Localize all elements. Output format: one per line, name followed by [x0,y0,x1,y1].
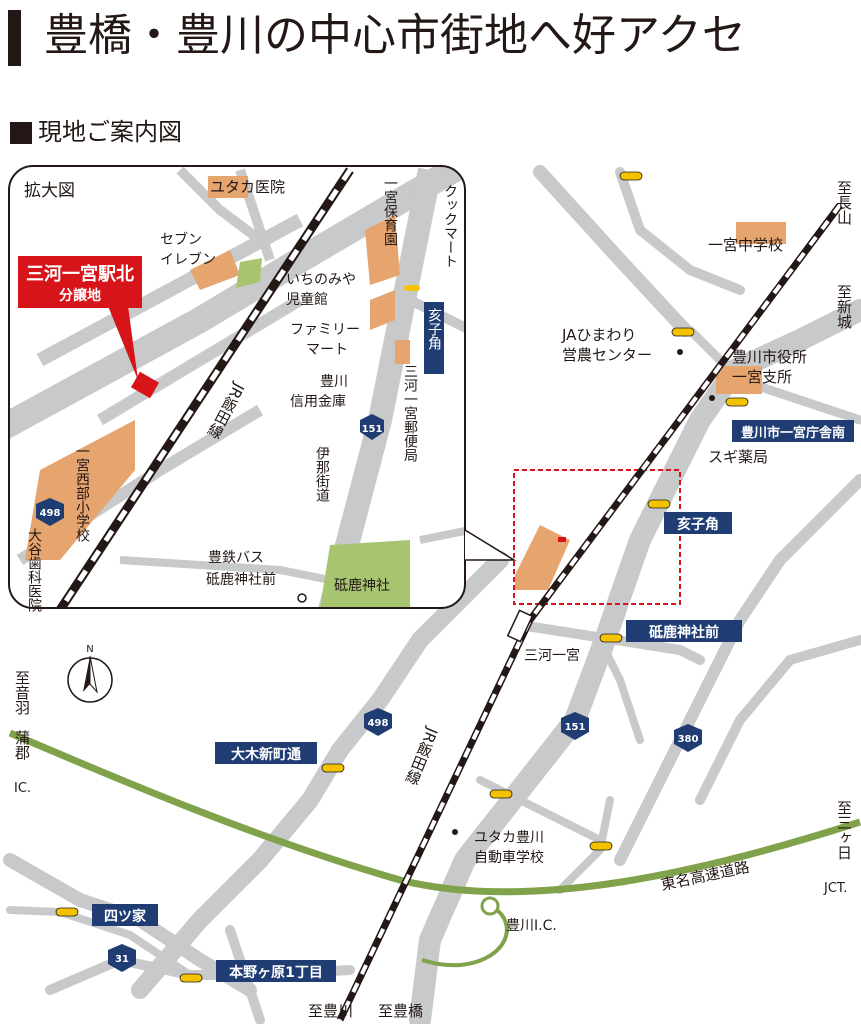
route-31-shield: 31 [108,944,136,972]
ic-marker [480,896,500,916]
dir-toyokawa: 至豊川 [308,1002,353,1020]
driving-school-label-1: ユタカ豊川 [474,830,544,846]
svg-text:380: 380 [678,734,699,745]
property-marker-small [558,537,566,542]
cityhall-block [716,366,762,394]
signal-cityhall: 豊川市一宮庁舎南 [732,420,854,442]
route-151-shield: 151 [561,712,589,740]
dir-mikkabi-2: JCT. [823,881,847,896]
dir-mikkabi-1: 至三ヶ日 [835,800,853,860]
inabu-road-label: 伊那街道 [314,446,330,503]
inset-traffic-light [404,285,420,291]
property-callout [18,256,142,308]
sugi-dot [709,395,715,401]
svg-text:498: 498 [40,508,61,519]
cityhall-label-2: 一宮支所 [732,368,792,386]
ic-label: 豊川I.C. [506,918,557,934]
north-arrow-icon: N [67,644,113,703]
bank-label-1: 豊川 [320,374,348,390]
inset-signal-gaiko [424,302,444,374]
dir-otowa-1: 至音羽 [13,670,31,715]
dir-toyohashi: 至豊橋 [378,1002,423,1020]
route-380-shield: 380 [674,724,702,752]
ichinomiya-label-2: 児童館 [286,291,328,308]
ichinomiya-jhs-block [736,222,786,244]
route-498-shield: 498 [364,708,392,736]
svg-text:31: 31 [115,954,129,965]
svg-text:四ツ家: 四ツ家 [104,908,147,925]
zoom-area-land [515,525,570,590]
expressway-line [8,729,861,896]
svg-text:151: 151 [362,424,383,435]
post-office-label: 三河一宮郵便局 [402,364,418,462]
bus-stop-icon [297,593,307,603]
station-platform [506,609,534,643]
seven-label-1: セブン [160,231,202,248]
property-name: 三河一宮駅北 [26,263,134,285]
svg-text:亥子角: 亥子角 [677,516,719,533]
familymart-label-1: ファミリー [290,322,360,338]
sugi-label: スギ薬局 [708,448,768,466]
inset-map [9,166,465,608]
jhs-label: 一宮中学校 [708,236,783,254]
property-sub: 分譲地 [59,287,101,304]
cookmart-label: クックマート [442,184,458,268]
svg-text:砥鹿神社前: 砥鹿神社前 [649,624,719,641]
shrine-label: 砥鹿神社 [334,577,390,594]
zoom-area-box [513,469,681,605]
signal-shrine: 砥鹿神社前 [626,620,742,642]
svg-text:498: 498 [368,718,389,729]
inset-route-498: 498 [36,498,64,526]
dir-shinshiro: 至新城 [835,284,853,330]
busstop-label-2: 砥鹿神社前 [206,571,276,588]
inset-label: 拡大図 [24,181,75,201]
traffic-lights [55,171,749,983]
svg-text:大木新町通: 大木新町通 [231,746,301,763]
familymart-label-2: マート [306,342,348,358]
dir-nagayama: 至長山 [835,180,853,225]
station-label: 三河一宮 [524,648,580,664]
ja-label-1: JAひまわり [561,326,636,344]
dir-otowa-2: 蒲郡 [13,730,31,760]
cityhall-label-1: 豊川市役所 [732,348,807,366]
property-callout-pointer [108,306,138,380]
svg-text:N: N [86,644,93,655]
bank-label-2: 信用金庫 [290,393,346,410]
nursery-label: 一宮保育園 [382,176,398,246]
svg-text:豊川市一宮庁舎南: 豊川市一宮庁舎南 [741,425,845,441]
signal-honnogahara: 本野ヶ原1丁目 [216,960,336,982]
school-label: 一宮西部小学校 [74,444,90,542]
yutaka-clinic-label: ユタカ医院 [210,178,285,196]
busstop-label-1: 豊鉄バス [208,550,264,566]
section-title: 現地ご案内図 [38,118,182,146]
signal-omoki: 大木新町通 [215,742,317,764]
page-title: 豊橋・豊川の中心市街地へ好アクセ [44,10,746,61]
ja-label-2: 営農センター [562,346,652,364]
driving-school-dot [452,829,458,835]
ichinomiya-label-1: いちのみや [286,272,356,288]
inset-signal-gaiko-label: 亥子角 [426,308,442,351]
header-bar [8,10,21,66]
inset-frame [8,165,466,609]
svg-text:本野ヶ原1丁目: 本野ヶ原1丁目 [229,964,323,981]
ja-dot [677,349,683,355]
seven-label-2: イレブン [160,251,216,268]
svg-text:151: 151 [565,722,586,733]
section-square-icon [10,122,32,144]
signal-yotsuya: 四ツ家 [92,904,158,926]
driving-school-label-2: 自動車学校 [474,849,544,866]
signal-gaiko: 亥子角 [664,512,732,534]
interchange-loop [421,904,509,968]
inset-pointer [464,529,517,561]
dir-otowa-3: IC. [14,781,31,796]
inset-route-151: 151 [360,414,384,440]
dental-label: 大谷歯科医院 [26,528,42,613]
main-rail-label: JR飯田線 [402,724,442,787]
